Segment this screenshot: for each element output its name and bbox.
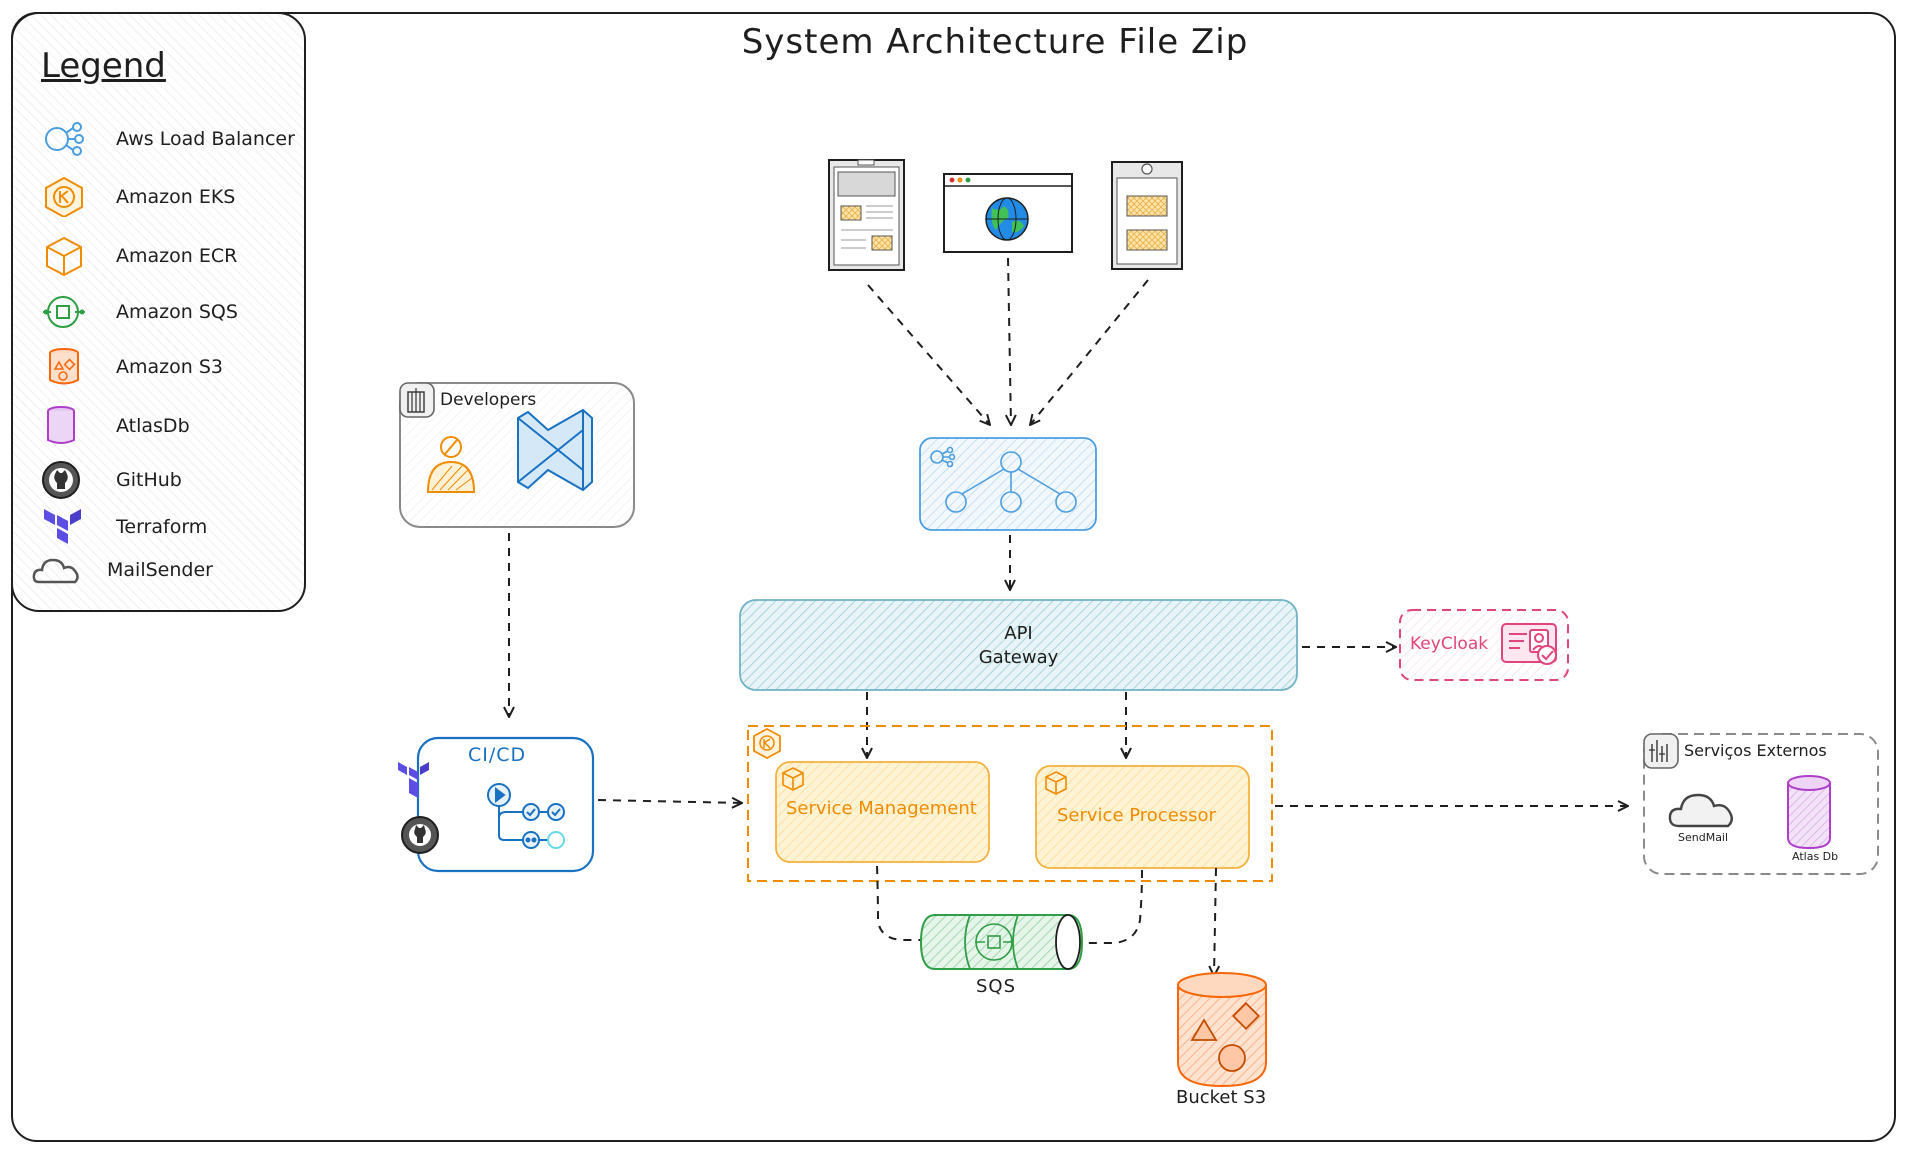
cicd-label: CI/CD bbox=[468, 744, 527, 766]
legend-label: Aws Load Balancer bbox=[116, 128, 295, 150]
cloud-icon bbox=[32, 558, 79, 584]
cloud-icon bbox=[1668, 793, 1733, 828]
github-icon bbox=[401, 816, 439, 854]
terraform-icon bbox=[398, 762, 429, 798]
sqs-queue-node[interactable] bbox=[919, 914, 1084, 970]
legend-label: MailSender bbox=[107, 559, 213, 581]
legend-label: AtlasDb bbox=[116, 415, 190, 437]
pipeline-icon bbox=[487, 783, 565, 849]
developers-node[interactable] bbox=[399, 382, 635, 528]
keycloak-label: KeyCloak bbox=[1410, 634, 1489, 654]
legend-title: Legend bbox=[41, 46, 166, 86]
legend-item-s3: Amazon S3 bbox=[41, 347, 311, 387]
legend-label: Amazon EKS bbox=[116, 186, 236, 208]
legend-item-load-balancer: Aws Load Balancer bbox=[41, 119, 311, 159]
mobile-icon bbox=[1111, 161, 1183, 270]
processor-to-s3-arrow bbox=[1214, 867, 1216, 976]
ecr-icon bbox=[46, 236, 82, 276]
vscode-icon bbox=[517, 408, 593, 492]
services-to-sqs-links bbox=[876, 865, 1143, 944]
legend-panel: Legend Aws Load Balancer Amazon EKS bbox=[11, 12, 306, 612]
terraform-icon bbox=[44, 509, 81, 544]
service-processor-label: Service Processor bbox=[1057, 805, 1216, 826]
atlasdb-icon bbox=[1787, 775, 1831, 850]
legend-label: GitHub bbox=[116, 469, 182, 491]
legend-item-eks: Amazon EKS bbox=[41, 177, 311, 217]
s3-icon bbox=[1190, 1001, 1261, 1072]
github-icon bbox=[42, 461, 80, 499]
lb-tree-icon bbox=[945, 451, 1077, 513]
building-icon bbox=[1643, 733, 1679, 769]
legend-label: Amazon ECR bbox=[116, 245, 238, 267]
diagram-title: System Architecture File Zip bbox=[741, 22, 1249, 62]
load-balancer-icon bbox=[45, 122, 84, 156]
id-card-icon bbox=[1501, 623, 1557, 665]
service-processor-node[interactable] bbox=[1035, 765, 1250, 869]
legend-item-github: GitHub bbox=[41, 460, 311, 500]
eks-cluster-group[interactable] bbox=[747, 725, 1273, 882]
eks-icon bbox=[753, 727, 781, 760]
sendmail-label: SendMail bbox=[1678, 831, 1729, 844]
api-gateway-label: API Gateway bbox=[740, 622, 1297, 670]
external-services-title: Serviços Externos bbox=[1684, 741, 1827, 760]
sqs-icon bbox=[975, 923, 1013, 961]
cicd-to-cluster-arrow bbox=[597, 800, 742, 803]
legend-item-ecr: Amazon ECR bbox=[41, 236, 311, 276]
legend-item-sqs: Amazon SQS bbox=[41, 292, 311, 332]
eks-icon bbox=[45, 177, 83, 217]
s3-icon bbox=[49, 348, 79, 385]
legend-item-terraform: Terraform bbox=[41, 507, 311, 547]
bucket-s3-label: Bucket S3 bbox=[1176, 1087, 1267, 1108]
ecr-icon bbox=[782, 767, 804, 791]
building-icon bbox=[399, 382, 435, 418]
client-arrows bbox=[867, 257, 1149, 425]
keycloak-node[interactable] bbox=[1399, 609, 1569, 681]
developers-label: Developers bbox=[440, 390, 537, 410]
atlasdb-icon bbox=[47, 406, 75, 444]
sqs-label: SQS bbox=[976, 976, 1017, 997]
api-gateway-node[interactable] bbox=[739, 599, 1298, 691]
ecr-icon bbox=[1045, 771, 1067, 795]
legend-item-mailsender: MailSender bbox=[31, 550, 301, 590]
s3-bucket-node[interactable] bbox=[1177, 972, 1267, 1088]
developer-person-icon bbox=[426, 436, 476, 493]
atlasdb-external-label: Atlas Db bbox=[1792, 850, 1839, 863]
external-services-group[interactable] bbox=[1643, 733, 1879, 875]
load-balancer-node[interactable] bbox=[919, 437, 1097, 531]
service-management-label: Service Management bbox=[786, 798, 977, 819]
sqs-icon bbox=[43, 296, 85, 328]
browser-globe-icon bbox=[943, 173, 1073, 253]
api-gateway-line2: Gateway bbox=[978, 647, 1059, 668]
load-balancer-icon bbox=[930, 446, 956, 468]
cicd-node[interactable] bbox=[398, 736, 595, 873]
legend-label: Terraform bbox=[116, 516, 208, 538]
legend-label: Amazon SQS bbox=[116, 301, 238, 323]
tablet-icon bbox=[828, 159, 905, 271]
legend-label: Amazon S3 bbox=[116, 356, 223, 378]
service-management-node[interactable] bbox=[775, 761, 990, 863]
api-gateway-line1: API bbox=[1004, 623, 1033, 644]
legend-item-atlasdb: AtlasDb bbox=[41, 406, 311, 446]
